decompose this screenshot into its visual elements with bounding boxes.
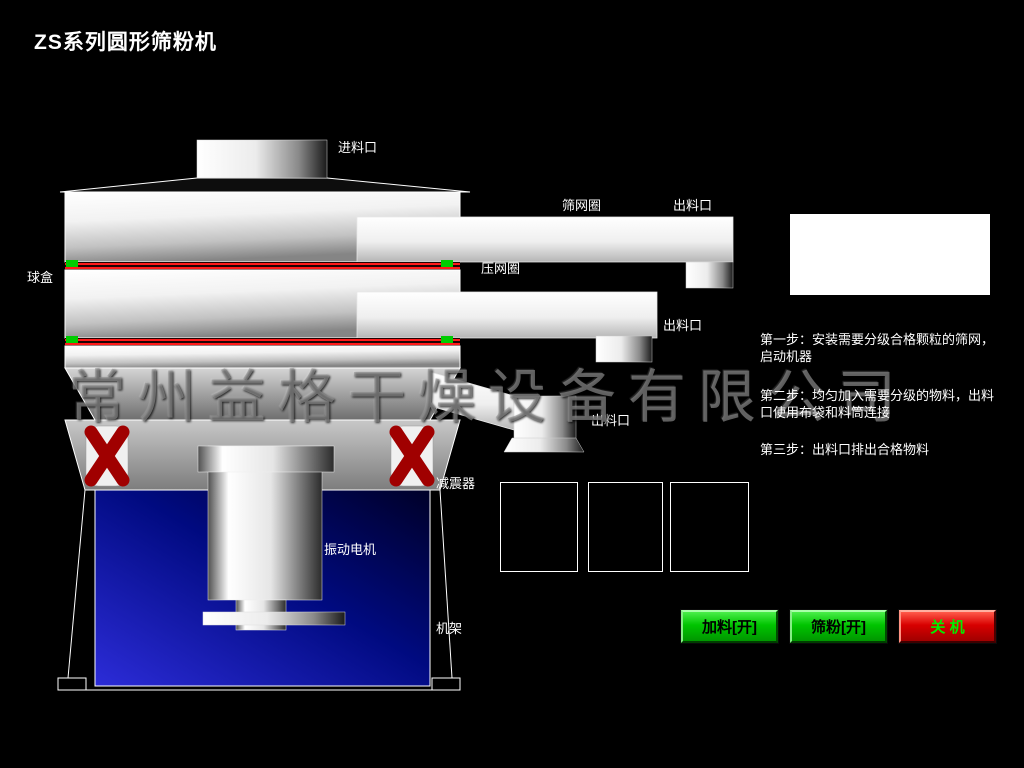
shock-absorber-right bbox=[389, 425, 435, 487]
tag-indicator bbox=[66, 336, 78, 343]
label-frame: 机架 bbox=[436, 621, 462, 636]
label-ball-box: 球盒 bbox=[27, 270, 53, 285]
label-outlet-mid: 出料口 bbox=[663, 318, 702, 333]
motor-collar bbox=[197, 445, 335, 473]
label-sieve-ring: 筛网圈 bbox=[562, 198, 601, 213]
display-panel bbox=[790, 214, 990, 295]
feed-inlet-cylinder bbox=[196, 139, 328, 179]
empty-frame-box-3 bbox=[670, 482, 749, 572]
frame-line-left bbox=[67, 489, 86, 679]
instruction-step-3: 第三步：出料口排出合格物料 bbox=[760, 442, 930, 457]
tag-indicator bbox=[441, 336, 453, 343]
frame-line-right bbox=[439, 489, 453, 679]
label-outlet-bottom: 出料口 bbox=[591, 413, 630, 428]
sieve-row-1 bbox=[65, 262, 460, 270]
empty-frame-box-2 bbox=[588, 482, 663, 572]
tag-indicator bbox=[441, 260, 453, 267]
power-off-button[interactable]: 关 机 bbox=[899, 610, 996, 643]
outlet-skirt-3 bbox=[503, 437, 585, 453]
page-title: ZS系列圆形筛粉机 bbox=[34, 31, 217, 54]
label-press-ring: 压网圈 bbox=[481, 261, 520, 276]
empty-frame-box-1 bbox=[500, 482, 578, 572]
sieve-row-2 bbox=[65, 338, 460, 346]
machine-lid bbox=[59, 177, 471, 193]
label-vibration-motor: 振动电机 bbox=[324, 542, 376, 557]
discharge-chute-2 bbox=[356, 291, 658, 339]
shock-absorber-left bbox=[84, 425, 130, 487]
outlet-pipe-2 bbox=[595, 335, 653, 363]
label-damper: 减震器 bbox=[436, 476, 475, 491]
label-outlet-top: 出料口 bbox=[673, 198, 712, 213]
frame-foot-right bbox=[431, 677, 461, 691]
discharge-chute-1 bbox=[356, 216, 734, 263]
motor-flange bbox=[202, 611, 346, 626]
label-feed-inlet: 进料口 bbox=[338, 140, 377, 155]
feed-toggle-button[interactable]: 加料[开] bbox=[681, 610, 778, 643]
outlet-pipe-1 bbox=[685, 261, 734, 289]
sieve-toggle-button[interactable]: 筛粉[开] bbox=[790, 610, 887, 643]
frame-foot-left bbox=[57, 677, 87, 691]
company-watermark: 常州益格干燥设备有限公司 bbox=[68, 365, 909, 430]
tag-indicator bbox=[66, 260, 78, 267]
instruction-step-2: 第二步：均匀加入需要分级的物料，出料口使用布袋和料筒连接 bbox=[760, 388, 995, 420]
instruction-step-1: 第一步：安装需要分级合格颗粒的筛网，启动机器 bbox=[760, 332, 995, 364]
outlet-pipe-3 bbox=[513, 395, 577, 441]
